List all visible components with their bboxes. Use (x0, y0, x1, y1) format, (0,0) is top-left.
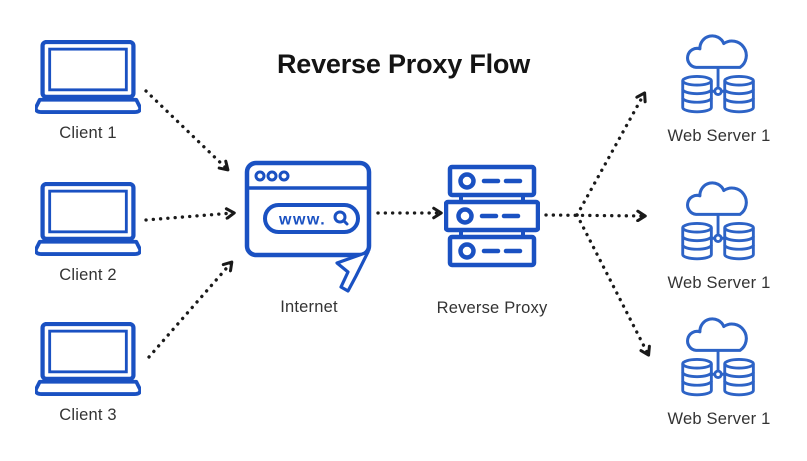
database-icon (723, 222, 755, 261)
arrow-client-1-to-internet (144, 89, 230, 172)
database-icon (681, 75, 713, 114)
cloud-database-icon (681, 34, 755, 114)
node-client-1: Client 1 (33, 40, 143, 143)
arrow-proxy-to-server-3 (575, 213, 651, 357)
node-label: Client 2 (59, 266, 117, 284)
server-stack-icon (444, 164, 540, 268)
node-label: Client 3 (59, 406, 117, 424)
node-label: Client 1 (59, 124, 117, 142)
arrow-client-3-to-internet (147, 260, 234, 359)
node-client-3: Client 3 (33, 322, 143, 425)
arrow-client-2-to-internet (144, 207, 236, 222)
node-internet: www. Internet (244, 160, 374, 317)
arrow-proxy-to-server-1 (575, 91, 647, 217)
laptop-icon (35, 322, 141, 396)
node-label: Web Server 1 (667, 127, 771, 145)
node-client-2: Client 2 (33, 182, 143, 285)
browser-window-icon: www. (244, 160, 372, 293)
database-icon (681, 358, 713, 397)
node-label: Web Server 1 (667, 274, 771, 292)
node-label: Reverse Proxy (436, 299, 548, 317)
cloud-database-icon (681, 317, 755, 397)
browser-dot-icon (266, 170, 278, 182)
node-web-server-2: Web Server 1 (664, 180, 774, 293)
cursor-pointer-icon (335, 250, 370, 293)
node-web-server-1: Web Server 1 (664, 33, 774, 146)
database-icon (723, 358, 755, 397)
search-icon (333, 210, 349, 226)
address-text: www. (278, 212, 326, 229)
address-bar (263, 203, 360, 234)
diagram-title: Reverse Proxy Flow (276, 49, 531, 79)
browser-dot-icon (254, 170, 266, 182)
node-reverse-proxy: Reverse Proxy (437, 163, 547, 318)
arrow-proxy-to-server-2 (544, 209, 647, 223)
node-label: Web Server 1 (667, 410, 771, 428)
database-icon (681, 222, 713, 261)
node-web-server-3: Web Server 1 (664, 316, 774, 429)
laptop-icon (35, 182, 141, 256)
cloud-database-icon (681, 181, 755, 261)
database-icon (723, 75, 755, 114)
browser-dot-icon (278, 170, 290, 182)
node-label: Internet (280, 298, 338, 316)
laptop-icon (35, 40, 141, 114)
